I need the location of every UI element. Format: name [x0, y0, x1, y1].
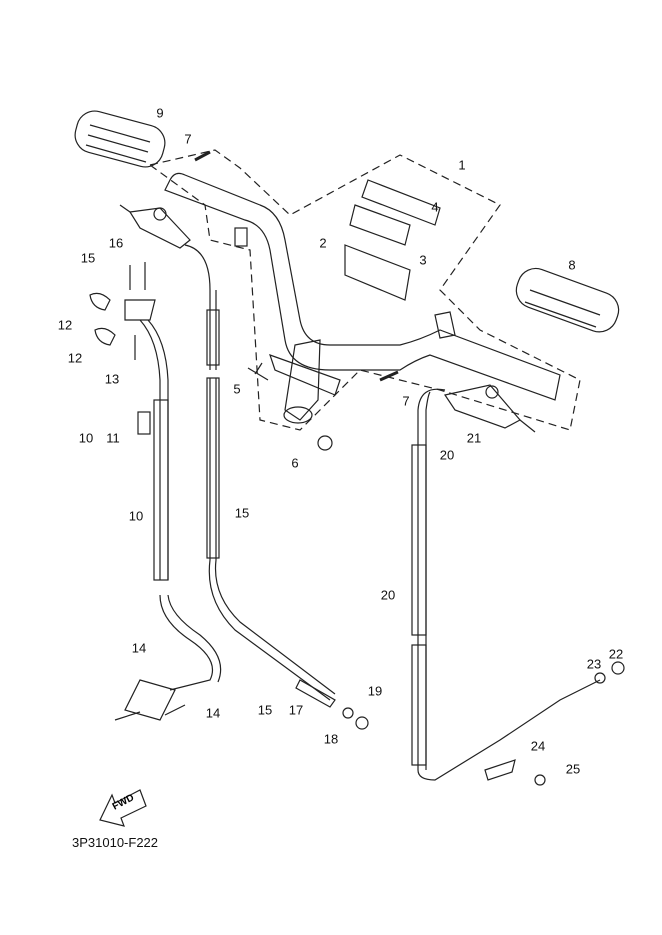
- callout-label: 16: [108, 235, 124, 251]
- callout-label: 9: [156, 105, 164, 121]
- callout-label: 8: [568, 257, 576, 273]
- bracket: [234, 227, 248, 247]
- spring: [295, 679, 336, 708]
- right-lever: [444, 384, 521, 429]
- callout-label: 22: [608, 646, 624, 662]
- callout-label: 15: [234, 505, 250, 521]
- callout-label: 14: [205, 705, 221, 721]
- callout-label: 11: [106, 430, 120, 446]
- callout-label: 6: [291, 455, 299, 471]
- callout-label: 20: [380, 587, 396, 603]
- cable-15: [184, 244, 336, 701]
- callout-label: 5: [233, 381, 241, 397]
- plate-3: [349, 204, 411, 246]
- callout-label: 25: [565, 761, 581, 777]
- callout-label: 7: [184, 131, 192, 147]
- carb-bracket: [124, 679, 176, 721]
- plate-2: [344, 244, 411, 301]
- callout-label: 19: [367, 683, 383, 699]
- callout-label: 13: [104, 371, 120, 387]
- callout-label: 20: [439, 447, 455, 463]
- handlebar: [164, 172, 561, 401]
- left-lever: [128, 207, 191, 249]
- nut-19: [342, 707, 354, 719]
- plate-4: [361, 179, 441, 226]
- callout-label: 12: [57, 317, 73, 333]
- callout-label: 15: [80, 250, 96, 266]
- nut-22: [611, 661, 625, 675]
- nut: [317, 435, 333, 451]
- cable-10: [124, 262, 222, 691]
- diagram-code: 3P31010-F222: [72, 835, 159, 850]
- sleeve-11: [137, 411, 151, 435]
- group-outline: [148, 149, 581, 431]
- callout-label: 12: [67, 350, 83, 366]
- bolt-25: [534, 774, 546, 786]
- callout-label: 21: [466, 430, 482, 446]
- right-grip: [515, 267, 620, 333]
- callout-label: 10: [78, 430, 94, 446]
- nut-23: [594, 672, 606, 684]
- callout-label: 17: [288, 702, 304, 718]
- callout-label: 1: [458, 157, 466, 173]
- fwd-arrow-icon: [99, 789, 147, 827]
- cable-20: [417, 388, 601, 781]
- callout-label: 3: [419, 252, 427, 268]
- callout-label: 15: [257, 702, 273, 718]
- callout-label: 10: [128, 508, 144, 524]
- callout-label: 2: [319, 235, 327, 251]
- callout-label: 23: [586, 656, 602, 672]
- nut-18: [355, 716, 369, 730]
- bracket-24: [484, 759, 516, 781]
- clamp-12: [89, 292, 116, 346]
- callout-label: 4: [431, 199, 439, 215]
- left-grip: [74, 110, 166, 168]
- callout-label: 7: [402, 393, 410, 409]
- callout-label: 14: [131, 640, 147, 656]
- callout-label: 24: [530, 738, 546, 754]
- callout-label: 18: [323, 731, 339, 747]
